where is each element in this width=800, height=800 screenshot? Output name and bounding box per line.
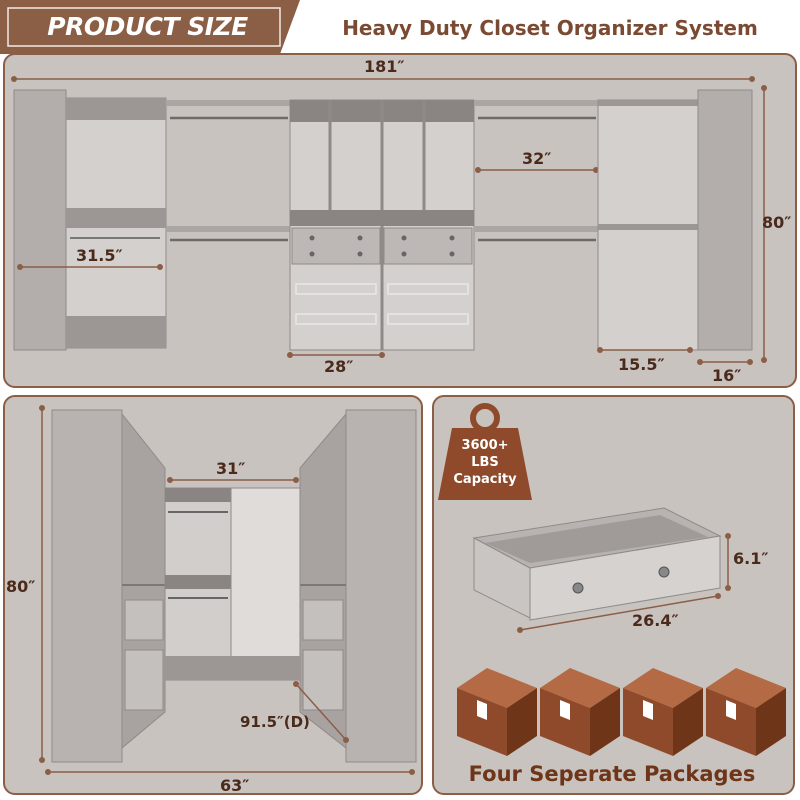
product-headline: Heavy Duty Closet Organizer System (342, 16, 758, 40)
corner-rod-label: 32″ (522, 149, 552, 168)
center-tower-label: 28″ (324, 357, 354, 376)
drawer-width-label: 26.4″ (632, 611, 679, 630)
total-height-label: 80″ (762, 213, 792, 232)
walk-in-height-label: 80″ (6, 577, 36, 596)
product-size-banner (0, 0, 300, 54)
walk-in-back-rod-label: 31″ (216, 459, 246, 478)
walk-in-panel (3, 395, 423, 795)
weight-capacity-unit: LBS (471, 455, 499, 470)
left-section-label: 31.5″ (76, 246, 123, 265)
full-system-panel (3, 53, 797, 388)
weight-capacity-number: 3600+ (461, 438, 509, 453)
right-depth-label: 15.5″ (618, 355, 665, 374)
total-width-label: 181″ (364, 57, 405, 76)
drawer-height-label: 6.1″ (733, 549, 769, 568)
four-packages-label: Four Seperate Packages (468, 762, 756, 786)
walk-in-width-label: 63″ (220, 776, 250, 795)
product-size-title: PRODUCT SIZE (47, 12, 248, 41)
right-edge-label: 16″ (712, 366, 742, 385)
walk-in-depth-label: 91.5″(D) (240, 713, 310, 731)
weight-capacity-badge: 3600+ LBS Capacity (437, 437, 533, 497)
weight-capacity-word: Capacity (453, 472, 517, 487)
